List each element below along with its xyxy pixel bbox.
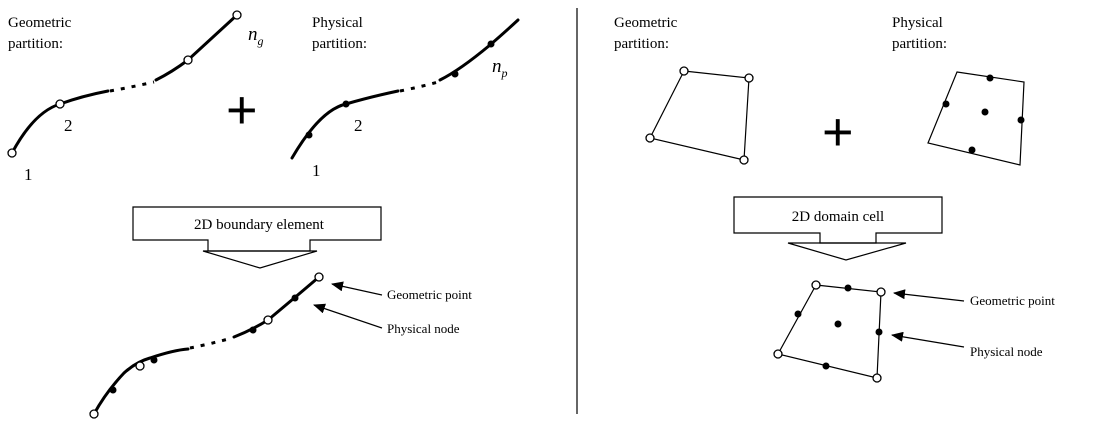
result-curve-upper-segment	[232, 275, 321, 339]
geometric-point	[739, 155, 749, 165]
left-physical-label-line2: partition:	[312, 36, 367, 52]
geometric-point	[135, 361, 145, 371]
physical-cell-outline	[927, 71, 1025, 166]
right-geometric-point-label: Geometric point	[970, 293, 1055, 308]
geometric-point	[55, 99, 65, 109]
physical-node	[981, 108, 989, 116]
right-geometric-label-line1: Geometric	[614, 15, 678, 31]
geometric-cell-outline	[649, 70, 750, 161]
physical-node	[834, 320, 842, 328]
np-label: np	[492, 56, 508, 80]
right-physical-label-line2: partition:	[892, 36, 947, 52]
result-curve-gap	[189, 336, 233, 350]
result-curve-lower-segment	[92, 347, 190, 416]
left-physical-label-line1: Physical	[312, 15, 363, 31]
physical-node	[794, 310, 802, 318]
plus-sign: +	[226, 80, 258, 140]
box-arrow-head	[787, 242, 907, 261]
geometric-point	[232, 10, 242, 20]
geometric-partition-curve	[7, 10, 242, 158]
physical-node	[305, 131, 313, 139]
geometric-point	[773, 349, 783, 359]
physical-partition-cell	[927, 71, 1025, 166]
physical-node	[487, 40, 495, 48]
geometric-point	[314, 272, 324, 282]
boundary-element-box-label: 2D boundary element	[194, 217, 325, 233]
geometric-point	[876, 287, 886, 297]
physical-index-two: 2	[354, 116, 363, 135]
physical-node	[968, 146, 976, 154]
physical-node-pointer	[891, 331, 965, 348]
physical-partition-curve	[290, 18, 520, 160]
box-arrow-head	[202, 250, 318, 269]
physical-node	[986, 74, 994, 82]
geometric-point	[744, 73, 754, 83]
geometric-point-pointer	[331, 281, 383, 296]
boundary-element-box-arrow: 2D boundary element	[132, 206, 382, 269]
plus-sign: +	[822, 102, 854, 162]
left-physical-node-label: Physical node	[387, 321, 460, 336]
geometric-index-one: 1	[24, 165, 33, 184]
physical-node	[844, 284, 852, 292]
geometric-point	[645, 133, 655, 143]
boundary-element-result	[89, 272, 324, 419]
domain-cell-result	[773, 280, 886, 383]
physical-curve-gap	[399, 80, 439, 93]
physical-node	[942, 100, 950, 108]
geometric-point	[872, 373, 882, 383]
physical-node	[342, 100, 350, 108]
right-geometric-label-line2: partition:	[614, 36, 669, 52]
domain-cell-box-label: 2D domain cell	[792, 209, 884, 225]
geometric-partition-cell	[645, 66, 754, 165]
domain-cell-box-arrow: 2D domain cell	[733, 196, 943, 261]
left-geometric-label-line1: Geometric	[8, 15, 72, 31]
physical-node	[1017, 116, 1025, 124]
geometric-point	[679, 66, 689, 76]
geometric-point	[89, 409, 99, 419]
physical-node	[249, 326, 257, 334]
geometric-point-pointer	[893, 289, 965, 302]
physical-node	[109, 386, 117, 394]
geometric-index-two: 2	[64, 116, 73, 135]
physical-node	[875, 328, 883, 336]
physical-node	[150, 356, 158, 364]
left-panel: Geometric partition: 1 2 ng + Physical p…	[7, 10, 520, 419]
geometric-point	[7, 148, 17, 158]
physical-node	[291, 294, 299, 302]
physical-node-pointer	[313, 303, 383, 329]
geometric-point	[811, 280, 821, 290]
physical-index-one: 1	[312, 161, 321, 180]
left-geometric-label-line2: partition:	[8, 36, 63, 52]
result-cell-outline	[777, 284, 882, 379]
right-physical-node-label: Physical node	[970, 344, 1043, 359]
geometric-point	[183, 55, 193, 65]
geometric-curve-upper-segment	[154, 13, 239, 82]
geometric-point	[263, 315, 273, 325]
right-panel: Geometric partition: + Physical partitio…	[614, 15, 1055, 383]
physical-node	[822, 362, 830, 370]
ng-label: ng	[248, 24, 264, 48]
right-physical-label-line1: Physical	[892, 15, 943, 31]
geometric-curve-gap	[109, 80, 155, 93]
left-geometric-point-label: Geometric point	[387, 287, 472, 302]
physical-node	[451, 70, 459, 78]
